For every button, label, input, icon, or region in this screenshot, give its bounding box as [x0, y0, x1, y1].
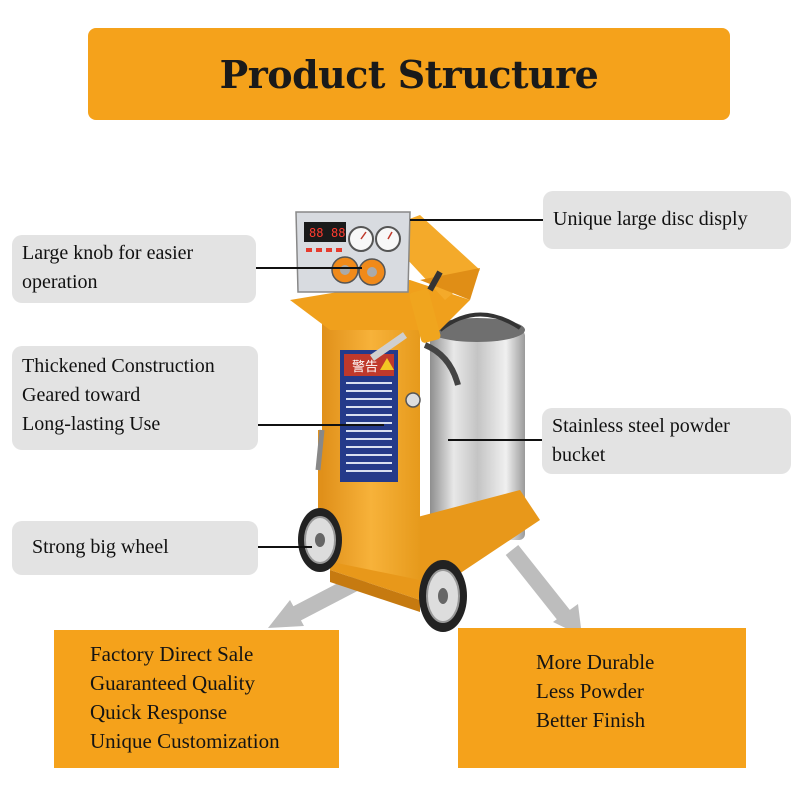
label-construction: Thickened Construction Geared toward Lon…	[12, 346, 258, 450]
wheel-front	[419, 560, 467, 632]
main-column: 警告	[322, 280, 421, 580]
arrow-right	[505, 545, 582, 636]
spray-gun	[369, 270, 461, 386]
info-box-sales: Factory Direct Sale Guaranteed Quality Q…	[54, 630, 339, 768]
control-panel: 88 88	[295, 211, 411, 293]
warning-sign: 警告	[352, 359, 378, 375]
title-banner: Product Structure	[88, 28, 730, 120]
side-hook	[315, 429, 325, 471]
powder-bucket	[429, 312, 525, 540]
label-wheel: Strong big wheel	[12, 521, 258, 575]
info-box-benefits: More Durable Less Powder Better Finish	[458, 628, 746, 768]
wheel-back	[298, 508, 342, 572]
page-title: Product Structure	[219, 51, 599, 97]
label-bucket: Stainless steel powder bucket	[542, 408, 791, 474]
readout-right: 88	[331, 226, 345, 240]
label-display: Unique large disc disply	[543, 191, 791, 249]
label-knob: Large knob for easier operation	[12, 235, 256, 303]
readout-left: 88	[309, 226, 323, 240]
